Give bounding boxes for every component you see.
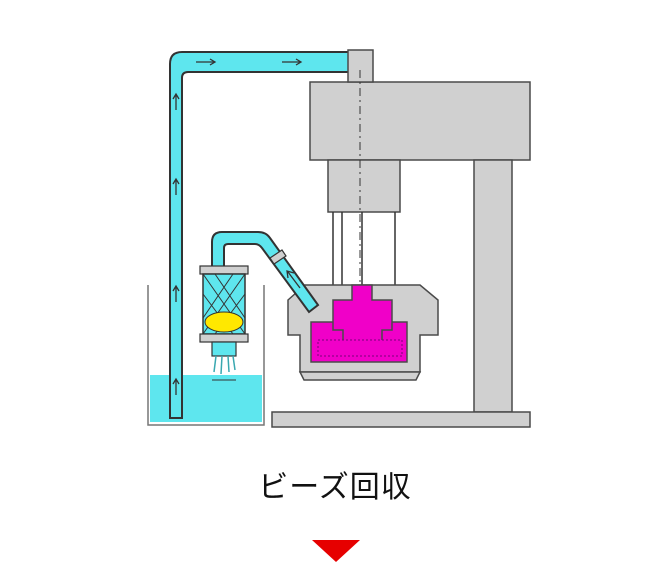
pipe-valve (269, 249, 287, 265)
bead-mass (204, 311, 244, 333)
machine-head (309, 49, 531, 413)
diagram-caption: ビーズ回収 (258, 470, 412, 505)
tank-liquid (150, 375, 262, 422)
machine-column (473, 159, 513, 413)
down-triangle-icon (312, 540, 360, 562)
machine-top-block (309, 81, 531, 161)
collection-tank (147, 285, 265, 426)
tank-walls (147, 285, 265, 426)
mill-base (298, 371, 422, 381)
base-plate (271, 411, 531, 428)
bead-recovery-diagram (147, 49, 531, 428)
bead-filter (199, 265, 249, 381)
machine-ram (327, 159, 401, 213)
flow-arrow-icon (286, 270, 301, 289)
flow-arrow-icon (172, 58, 303, 395)
mill-body (287, 284, 439, 381)
drip-stream (213, 355, 236, 375)
